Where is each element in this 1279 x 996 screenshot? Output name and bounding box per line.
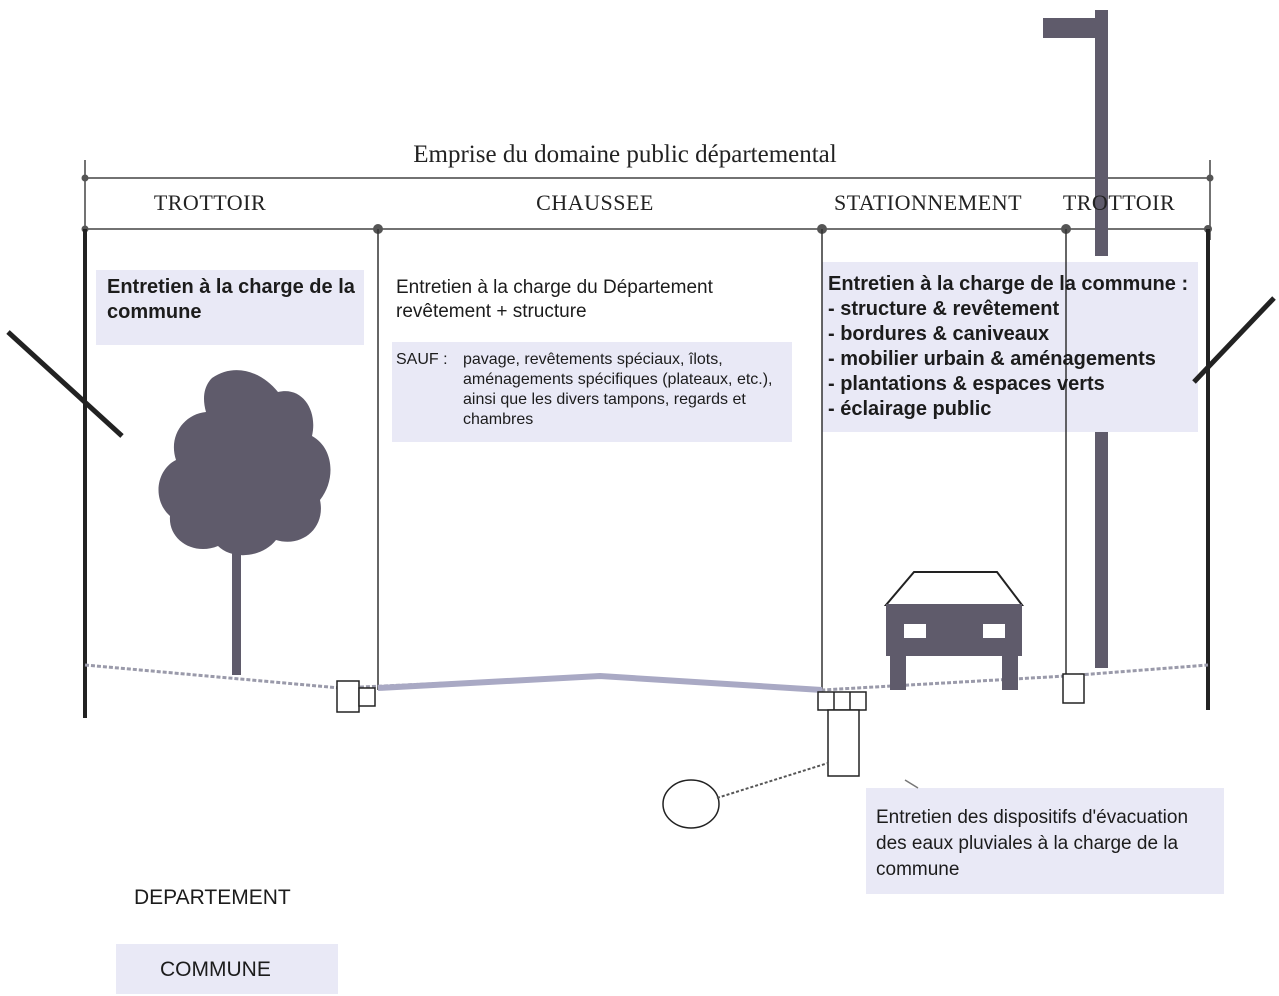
legend-commune: COMMUNE <box>160 958 271 981</box>
road-surface <box>377 672 823 693</box>
zone-label-trottoir-left: TROTTOIR <box>153 190 267 215</box>
stationnement-item: - plantations & espaces verts <box>828 373 1105 395</box>
commune-zone-trottoir-left <box>96 270 364 345</box>
legend-commune-swatch <box>116 944 338 994</box>
drain-manhole-icon <box>336 673 1085 829</box>
note-evacuation: Entretien des dispositifs d'évacuation d… <box>876 807 1189 880</box>
fence-post-icon <box>6 229 1276 718</box>
stationnement-item: - mobilier urbain & aménagements <box>828 348 1156 370</box>
commune-zone-stationnement <box>822 262 1198 432</box>
legend-departement: DEPARTEMENT <box>134 886 291 909</box>
drain-pipe <box>716 762 829 799</box>
zone-label-chaussee: CHAUSSEE <box>536 190 654 215</box>
street-lamp-icon <box>1043 10 1108 668</box>
sauf-text: pavage, revêtements spéciaux, îlots, amé… <box>463 351 773 428</box>
sauf-label: SAUF : <box>396 351 448 368</box>
drain-pipe-pointer <box>904 779 919 789</box>
tree-icon <box>158 370 331 675</box>
domain-title: Emprise du domaine public départemental <box>413 141 837 168</box>
zone-separators <box>377 229 1067 695</box>
commune-zone-evacuation <box>866 788 1224 894</box>
note-stationnement: Entretien à la charge de la commune : - … <box>828 272 1198 422</box>
stationnement-item: - éclairage public <box>828 398 992 420</box>
zone-label-stationnement: STATIONNEMENT <box>833 190 1023 215</box>
note-trottoir: Entretien à la charge de la commune <box>107 276 355 323</box>
stationnement-item: - bordures & caniveaux <box>828 323 1050 345</box>
commune-zone-sauf <box>392 342 792 442</box>
stationnement-item: - structure & revêtement <box>828 298 1060 320</box>
car-icon <box>883 571 1025 690</box>
stationnement-title: Entretien à la charge de la commune : <box>828 273 1189 295</box>
note-chaussee: Entretien à la charge du Département rev… <box>396 277 713 322</box>
zone-label-trottoir-right: TROTTOIR <box>1062 190 1176 215</box>
note-sauf: SAUF : pavage, revêtements spéciaux, îlo… <box>396 350 798 440</box>
